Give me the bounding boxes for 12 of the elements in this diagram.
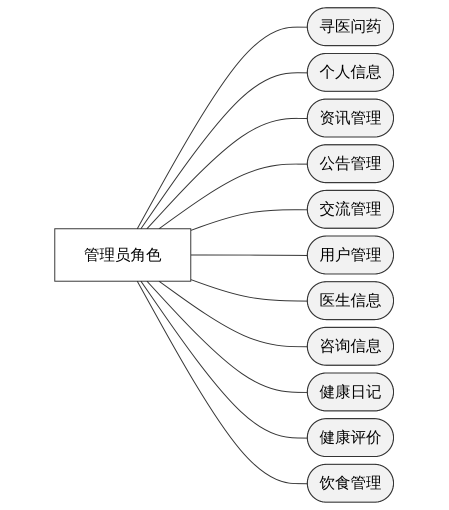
connector xyxy=(146,118,309,230)
connector xyxy=(190,254,309,256)
connector xyxy=(190,209,309,231)
connector xyxy=(158,280,309,348)
connector xyxy=(140,72,309,230)
connector xyxy=(137,26,309,230)
node-box: 管理员角色 xyxy=(54,228,192,282)
connector xyxy=(137,280,309,484)
connector xyxy=(190,279,309,302)
connector xyxy=(158,164,309,230)
connector xyxy=(146,280,309,393)
connector xyxy=(140,280,309,439)
